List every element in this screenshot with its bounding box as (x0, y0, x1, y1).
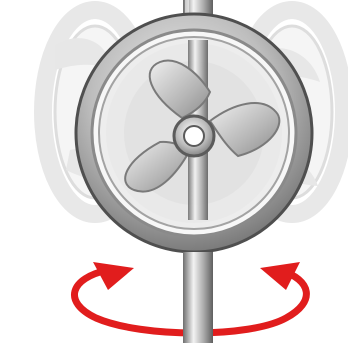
propeller-hub (174, 116, 214, 156)
lower-shaft-overlay (183, 252, 213, 343)
